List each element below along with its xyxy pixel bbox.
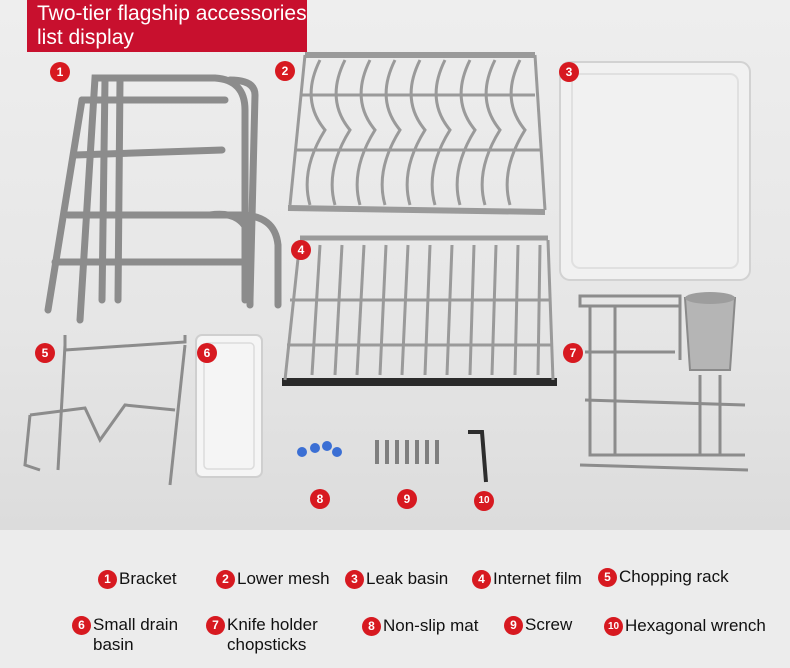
bracket-part (44, 74, 282, 324)
banner-title-line-1: Two-tier flagship accessories (37, 2, 307, 25)
leak-basin-part (559, 61, 751, 281)
callout-4: 4 (291, 240, 311, 260)
internet-film-part (282, 235, 557, 386)
chopping-rack-part (23, 335, 187, 486)
lower-mesh-part (287, 52, 547, 215)
callout-5: 5 (35, 343, 55, 363)
callout-10: 10 (474, 491, 494, 511)
callout-3: 3 (559, 62, 579, 82)
callout-7: 7 (563, 343, 583, 363)
callout-6: 6 (197, 343, 217, 363)
knife-holder-part (578, 294, 749, 472)
chopstick-cup (683, 292, 737, 371)
product-photo: Two-tier flagship accessories list displ… (0, 0, 790, 530)
small-drain-basin-part (195, 334, 263, 478)
hexagonal-wrench-part (468, 430, 488, 483)
title-banner: Two-tier flagship accessories list displ… (27, 0, 307, 52)
screw-part (375, 440, 439, 464)
callout-1: 1 (50, 62, 70, 82)
callout-9: 9 (397, 489, 417, 509)
callout-8: 8 (310, 489, 330, 509)
banner-title-line-2: list display (37, 26, 134, 49)
callout-2: 2 (275, 61, 295, 81)
accessories-illustration (23, 52, 751, 486)
non-slip-mat-part (297, 441, 342, 457)
